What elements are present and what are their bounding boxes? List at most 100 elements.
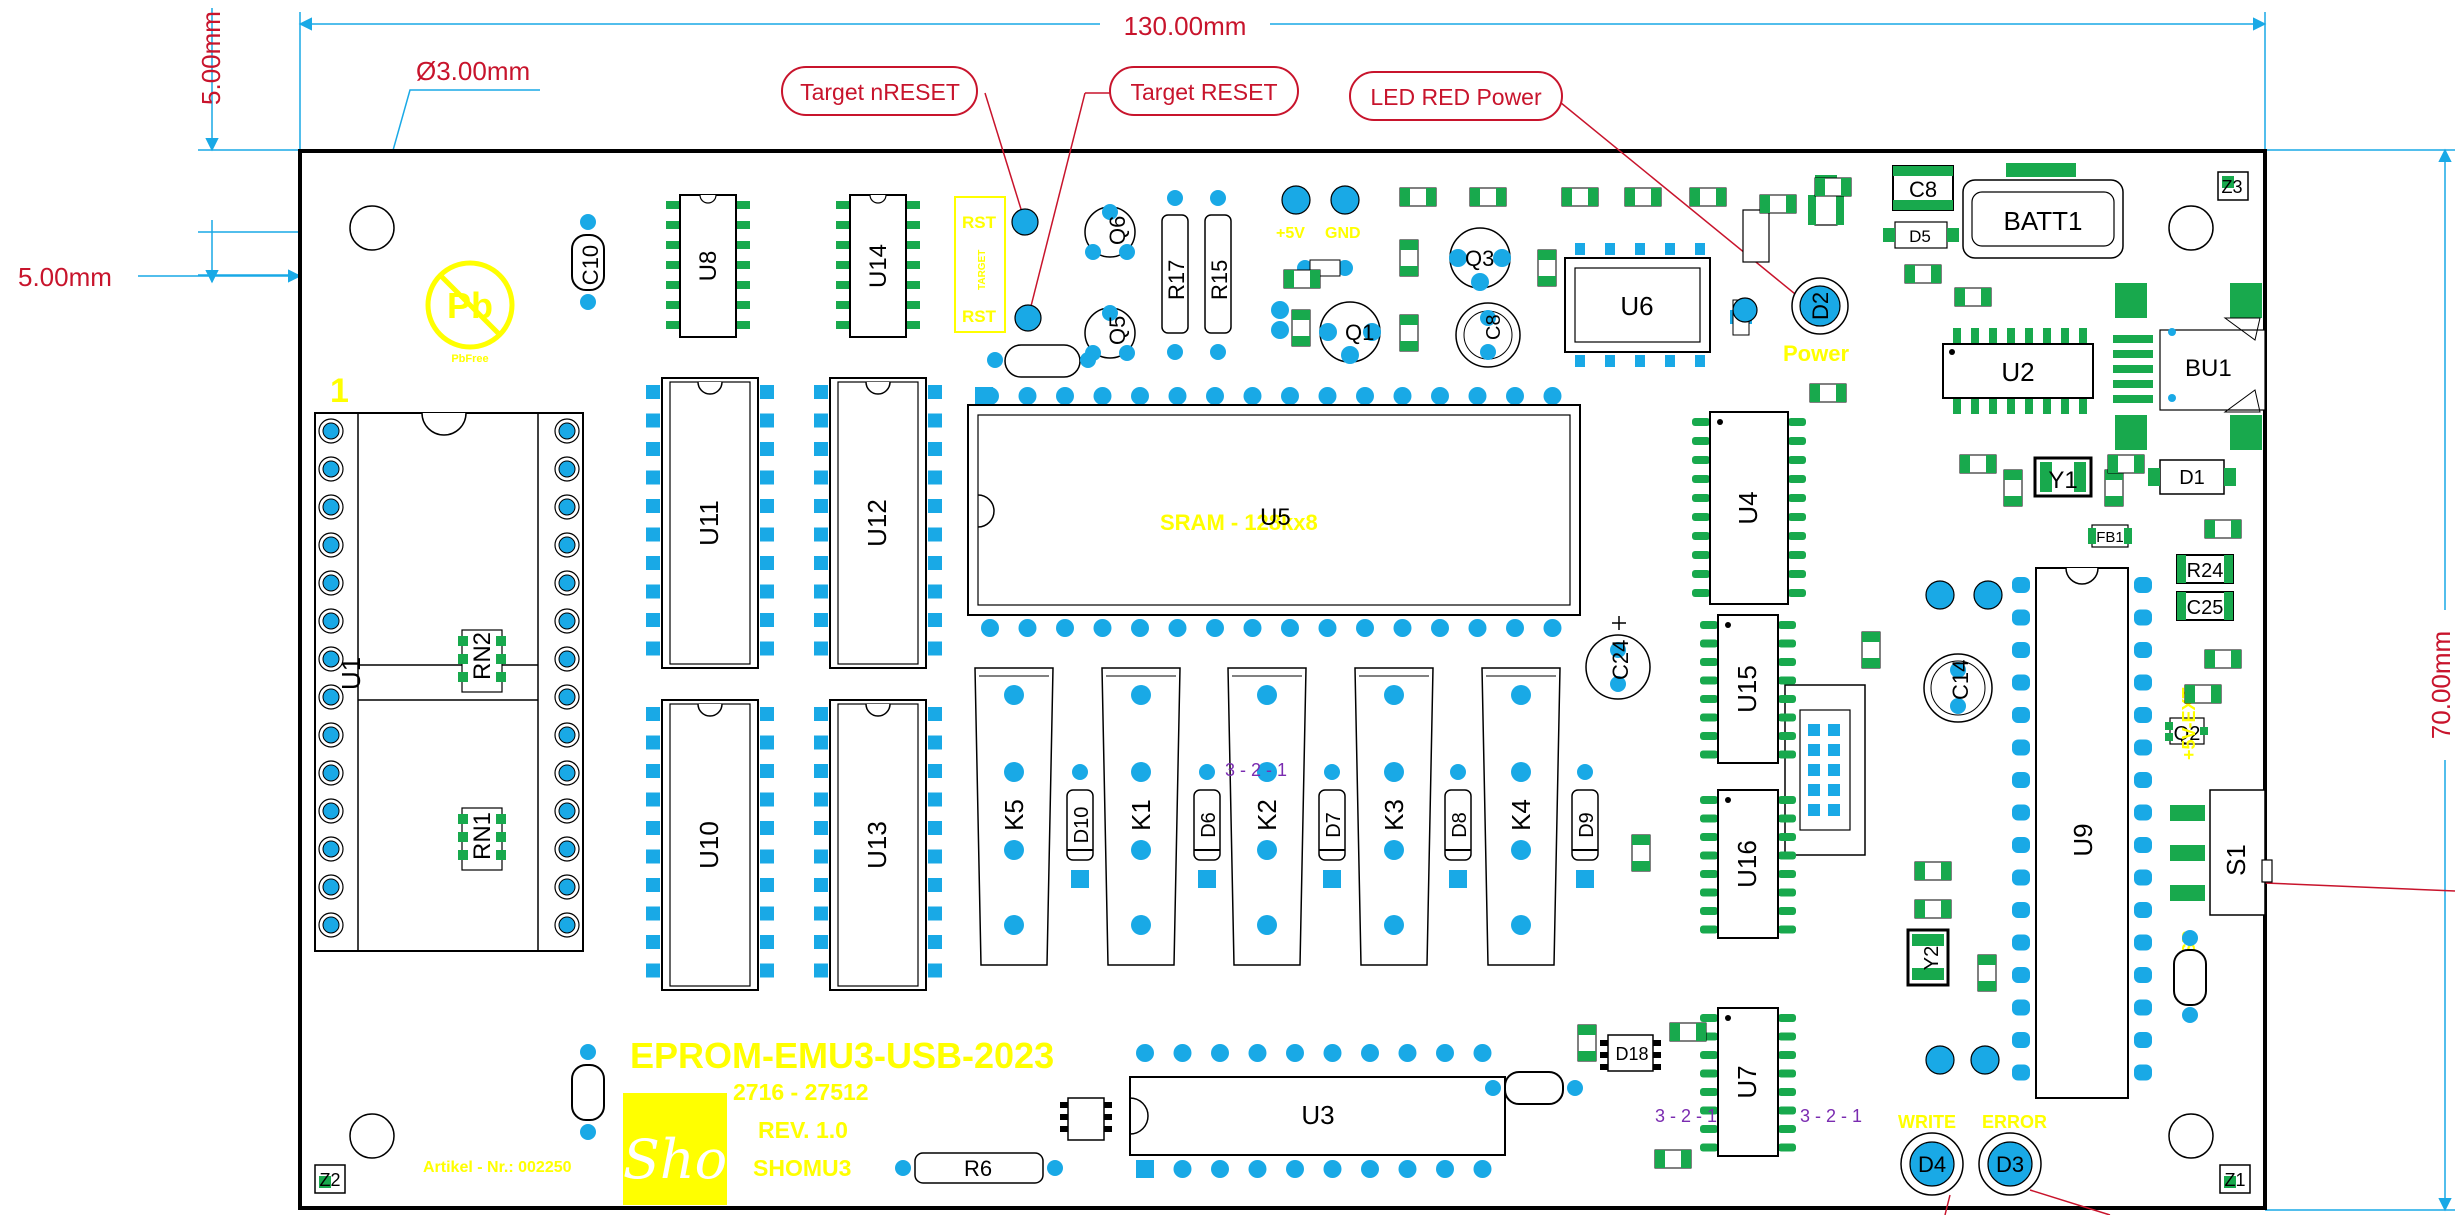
- pin-pad: [1473, 1044, 1492, 1062]
- pin-pad: [1700, 833, 1718, 841]
- smd-passive: [1954, 287, 1992, 307]
- pin-pad: [1356, 619, 1374, 637]
- ref-u1: U1: [336, 657, 366, 690]
- smd-passive: [1399, 314, 1419, 352]
- pin-pad: [906, 221, 920, 229]
- smd-passive: [1914, 899, 1952, 919]
- pin-pad: [1778, 750, 1796, 759]
- relay-pad: [1004, 840, 1024, 860]
- ic-u7: U7: [1700, 1007, 1796, 1157]
- pin-pad: [1971, 398, 1979, 414]
- pin-pad: [836, 201, 850, 209]
- pin-pad: [1788, 418, 1806, 426]
- diode-body: [1318, 789, 1346, 861]
- smd-pad: [1400, 266, 1418, 276]
- ref-d3: D3: [1996, 1152, 2024, 1177]
- smd-passive: [2107, 454, 2145, 474]
- pin1-dot: [1725, 1015, 1731, 1021]
- pin-pad: [1778, 1069, 1796, 1078]
- pin-pad: [1778, 713, 1796, 722]
- pin-pad: [814, 641, 828, 656]
- pin-pad: [760, 735, 774, 750]
- pin-pad: [760, 413, 774, 428]
- jumper-label-u7-left: 3 - 2 - 1: [1655, 1106, 1717, 1126]
- smd-passive: [1861, 631, 1881, 669]
- smd-pad: [2134, 455, 2144, 473]
- ref-q6: Q6: [1105, 216, 1130, 245]
- callout-target-nreset-text: Target nRESET: [800, 79, 960, 105]
- pin-pad: [1953, 398, 1961, 414]
- pin-pad: [1788, 456, 1806, 464]
- ic-u8: U8: [666, 194, 750, 338]
- write-label: WRITE: [1898, 1112, 1956, 1132]
- callout-target-reset-text: Target RESET: [1131, 79, 1278, 105]
- pin-pad: [1778, 658, 1796, 666]
- pin-pad: [1398, 1160, 1417, 1178]
- jumper-label-u7-right: 3 - 2 - 1: [1800, 1106, 1862, 1126]
- smd-passive: [1283, 269, 1321, 289]
- rn2-network: [458, 629, 506, 693]
- pin-pad: [1788, 551, 1806, 559]
- pin-pad: [1543, 387, 1562, 405]
- zif-pad-inner: [322, 650, 340, 668]
- zif-pad-inner: [322, 916, 340, 934]
- diode-d5: [1883, 221, 1959, 249]
- pin-pad: [2043, 398, 2051, 414]
- pin-pad: [646, 878, 660, 892]
- pin-pad: [1211, 1160, 1229, 1178]
- pin-pad: [1323, 1044, 1342, 1062]
- smd-pad: [1915, 900, 1925, 918]
- fiducial-z3: [2217, 171, 2249, 201]
- smd-pad: [1632, 861, 1650, 871]
- reset-jumpers: [954, 196, 1096, 378]
- pin-pad: [1700, 925, 1718, 934]
- pin-pad: [1056, 619, 1074, 637]
- pin-pad: [1248, 1160, 1267, 1178]
- pin-pad: [1788, 475, 1806, 483]
- ref-c24: C24: [1608, 640, 1633, 680]
- smd-pad: [1632, 835, 1650, 845]
- pin1-marker: 1: [330, 372, 349, 410]
- ref-d18: D18: [1615, 1044, 1648, 1064]
- pin-pad: [814, 878, 828, 892]
- ic-notch: [865, 381, 891, 395]
- ic-u4: U4: [1692, 411, 1806, 605]
- smd-pad: [2185, 685, 2195, 703]
- pin-pad: [2134, 902, 2152, 918]
- pin-pad: [666, 321, 680, 329]
- pin-pad: [906, 201, 920, 209]
- pin-pad: [814, 385, 828, 399]
- pin-pad: [1692, 437, 1710, 445]
- pin-pad: [760, 385, 774, 399]
- pin-pad: [2134, 1064, 2152, 1081]
- smd-pad: [1981, 288, 1991, 306]
- zif-pad-inner: [558, 460, 576, 478]
- header-pin: [1808, 804, 1820, 816]
- diode-pad: [1072, 764, 1088, 780]
- callouts: [984, 92, 2456, 1215]
- smd-pad: [1716, 188, 1726, 206]
- usb-connector-bu1: [2113, 283, 2266, 450]
- ic-u13: U13: [814, 699, 942, 991]
- zif-pad-inner: [558, 574, 576, 592]
- pin-pad: [928, 935, 942, 949]
- small-caps-bottom: [1732, 297, 2003, 1075]
- smd-pad: [1960, 455, 1970, 473]
- pin-pad: [2012, 739, 2030, 756]
- pin-pad: [814, 527, 828, 542]
- ref-u6: U6: [1620, 291, 1653, 321]
- pin-pad: [814, 613, 828, 627]
- pin-pad: [1131, 619, 1149, 637]
- transistor-q3: [1449, 227, 1511, 291]
- pin-pad: [1248, 1044, 1267, 1062]
- pin-pad: [928, 963, 942, 978]
- led-d4-write: [1900, 1132, 1964, 1196]
- smd-pad: [1915, 862, 1925, 880]
- pin-pad: [2012, 837, 2030, 853]
- rst-top-label: RST: [962, 213, 997, 232]
- zif-pad-inner: [558, 916, 576, 934]
- pin-pad: [814, 821, 828, 835]
- zif-pad-inner: [558, 802, 576, 820]
- pin-pad: [2061, 328, 2069, 344]
